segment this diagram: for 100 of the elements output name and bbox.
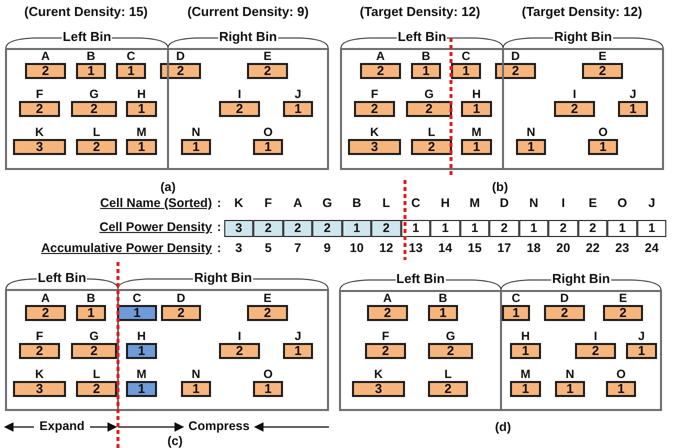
table-value: 9 bbox=[324, 241, 331, 256]
table-value: 24 bbox=[644, 241, 659, 256]
cell-name: F bbox=[370, 88, 378, 100]
table-value: G bbox=[322, 196, 332, 211]
cell-name: K bbox=[370, 126, 379, 138]
cell-box: 3 bbox=[13, 381, 66, 397]
table-cell: 2 bbox=[283, 220, 312, 237]
cell-box: 2 bbox=[367, 305, 408, 321]
cell-name: F bbox=[382, 330, 390, 342]
density-heading: (Target Density: 12) bbox=[360, 4, 480, 19]
cell-box: 2 bbox=[575, 343, 616, 359]
cell-box: 2 bbox=[19, 343, 60, 359]
cell-box: 1 bbox=[76, 63, 106, 79]
cell-name: E bbox=[264, 50, 272, 62]
table-value: 13 bbox=[408, 241, 423, 256]
table-value: L bbox=[382, 196, 390, 211]
table-value: 17 bbox=[497, 241, 512, 256]
cell-name: F bbox=[36, 88, 44, 100]
table-value: 23 bbox=[615, 241, 630, 256]
cell-name: C bbox=[132, 292, 142, 304]
table-value: O bbox=[617, 196, 628, 211]
cell-box: 1 bbox=[181, 139, 211, 155]
cell-name: E bbox=[264, 292, 272, 304]
table-cell: 1 bbox=[342, 220, 372, 237]
cell-box: 2 bbox=[71, 343, 117, 359]
cell-name: G bbox=[424, 88, 434, 100]
direction-label: Expand bbox=[39, 419, 85, 434]
density-heading: (Curent Density: 15) bbox=[24, 4, 148, 19]
cell-name: E bbox=[598, 50, 606, 62]
cell-box: 2 bbox=[25, 305, 66, 321]
table-cell: 1 bbox=[637, 220, 666, 237]
table-cell: 2 bbox=[372, 220, 401, 237]
table-cell: 1 bbox=[430, 220, 460, 237]
cell-name: N bbox=[566, 368, 574, 380]
cell-box: 1 bbox=[555, 381, 585, 397]
table-value: N bbox=[529, 196, 538, 211]
cell-box: 1 bbox=[283, 101, 313, 117]
cell-box: 1 bbox=[626, 343, 657, 359]
cell-box: 2 bbox=[71, 101, 117, 117]
table-value: 22 bbox=[586, 241, 600, 256]
row-heading: Cell Power Density bbox=[99, 220, 212, 235]
table-value: 3 bbox=[235, 241, 242, 256]
cell-name: L bbox=[444, 368, 452, 380]
cell-box: 2 bbox=[406, 101, 452, 117]
table-value: 18 bbox=[526, 241, 541, 256]
table-cell: 1 bbox=[460, 220, 490, 237]
cell-box: 1 bbox=[588, 139, 618, 155]
cell-box: 1 bbox=[428, 305, 458, 321]
direction-label: Compress bbox=[188, 419, 250, 434]
cell-box: 2 bbox=[582, 63, 623, 79]
cell-name: L bbox=[92, 368, 100, 380]
cell-box: 1 bbox=[126, 343, 157, 359]
cell-box: 2 bbox=[19, 101, 60, 117]
table-cell: 1 bbox=[519, 220, 548, 237]
cell-name: M bbox=[520, 368, 530, 380]
cell-name: G bbox=[89, 88, 99, 100]
cell-box: 1 bbox=[253, 381, 283, 397]
cell-box: 1 bbox=[606, 381, 636, 397]
table-cell: 2 bbox=[254, 220, 283, 237]
table-value: 12 bbox=[379, 241, 394, 256]
cell-box: 1 bbox=[618, 101, 648, 117]
cell-name: M bbox=[136, 368, 146, 380]
cell-name: B bbox=[86, 292, 96, 304]
cell-name: B bbox=[438, 292, 448, 304]
cell-box: 1 bbox=[283, 343, 313, 359]
cell-box: 2 bbox=[360, 63, 401, 79]
table-value: K bbox=[234, 196, 244, 211]
cell-box: 2 bbox=[25, 63, 66, 79]
cell-box: 2 bbox=[428, 343, 473, 359]
cell-name: J bbox=[638, 330, 645, 342]
cell-name: K bbox=[35, 368, 44, 380]
cell-name: G bbox=[89, 330, 99, 342]
bin-label: Right Bin bbox=[193, 271, 253, 285]
cell-name: O bbox=[598, 126, 608, 138]
cell-box: 1 bbox=[411, 63, 441, 79]
cell-name: D bbox=[560, 292, 569, 304]
cell-name: E bbox=[619, 292, 627, 304]
cell-name: C bbox=[462, 50, 470, 62]
cell-box: 1 bbox=[461, 139, 492, 155]
cell-name: K bbox=[35, 126, 44, 138]
cell-name: M bbox=[136, 126, 146, 138]
table-value: 15 bbox=[468, 241, 482, 256]
table-value: 20 bbox=[556, 241, 570, 256]
table-value: A bbox=[293, 196, 302, 211]
panel-caption: (d) bbox=[495, 420, 511, 435]
table-cell: 3 bbox=[224, 220, 254, 237]
cell-box: 2 bbox=[603, 305, 643, 321]
cell-name: L bbox=[92, 126, 100, 138]
colon: : bbox=[217, 241, 222, 256]
table-value: B bbox=[352, 196, 362, 211]
cell-box: 2 bbox=[411, 139, 452, 155]
cell-name: L bbox=[428, 126, 436, 138]
cell-box: 1 bbox=[181, 381, 211, 397]
table-cell: 2 bbox=[548, 220, 578, 237]
cell-box: 3 bbox=[352, 381, 405, 397]
density-heading: (Current Density: 9) bbox=[187, 4, 309, 19]
cell-box: 2 bbox=[554, 101, 595, 117]
cell-box: 2 bbox=[219, 343, 260, 359]
cell-name: J bbox=[294, 88, 302, 100]
cell-name: F bbox=[36, 330, 44, 342]
